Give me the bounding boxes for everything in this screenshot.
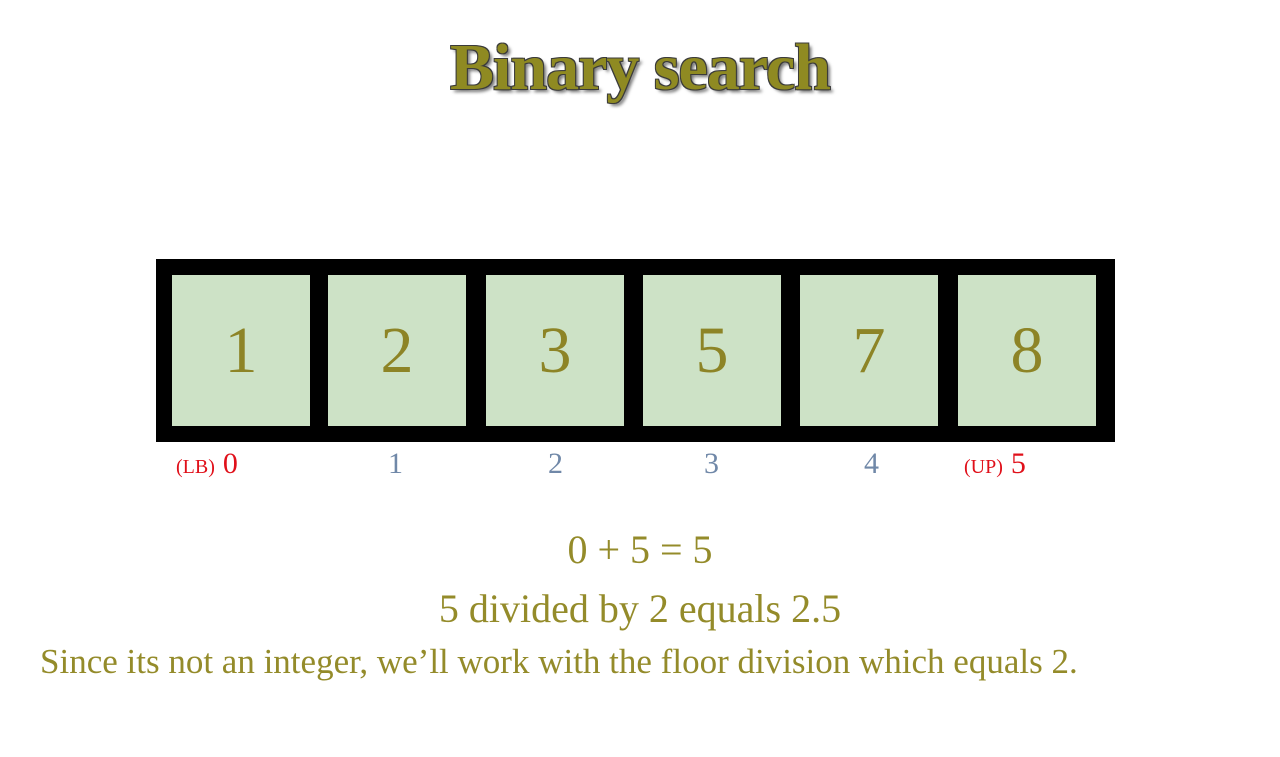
array-cell-5: 8 (958, 275, 1096, 426)
index-label-0: (LB) 0 (176, 446, 238, 482)
upper-bound-tag: (UP) (964, 456, 1003, 478)
sum-equation: 0 + 5 = 5 (567, 527, 713, 572)
lower-bound-tag: (LB) (176, 456, 215, 478)
index-value-5: 5 (1010, 447, 1026, 480)
floor-division-note: Since its not an integer, we’ll work wit… (40, 642, 1078, 681)
division-statement: 5 divided by 2 equals 2.5 (438, 586, 842, 631)
index-label-3: 3 (704, 447, 719, 480)
index-label-1: 1 (388, 447, 403, 480)
index-label-4: 4 (864, 447, 879, 480)
index-label-5: (UP) 5 (964, 446, 1026, 482)
array-frame: 1 2 3 5 7 8 (156, 259, 1115, 442)
array-cell-0: 1 (172, 275, 310, 426)
index-label-2: 2 (548, 447, 563, 480)
array-cell-2: 3 (486, 275, 624, 426)
index-value-0: 0 (222, 447, 238, 480)
array-cell-3: 5 (643, 275, 781, 426)
array-cell-4: 7 (800, 275, 938, 426)
array-cell-1: 2 (328, 275, 466, 426)
page-title: Binary search (450, 31, 831, 104)
